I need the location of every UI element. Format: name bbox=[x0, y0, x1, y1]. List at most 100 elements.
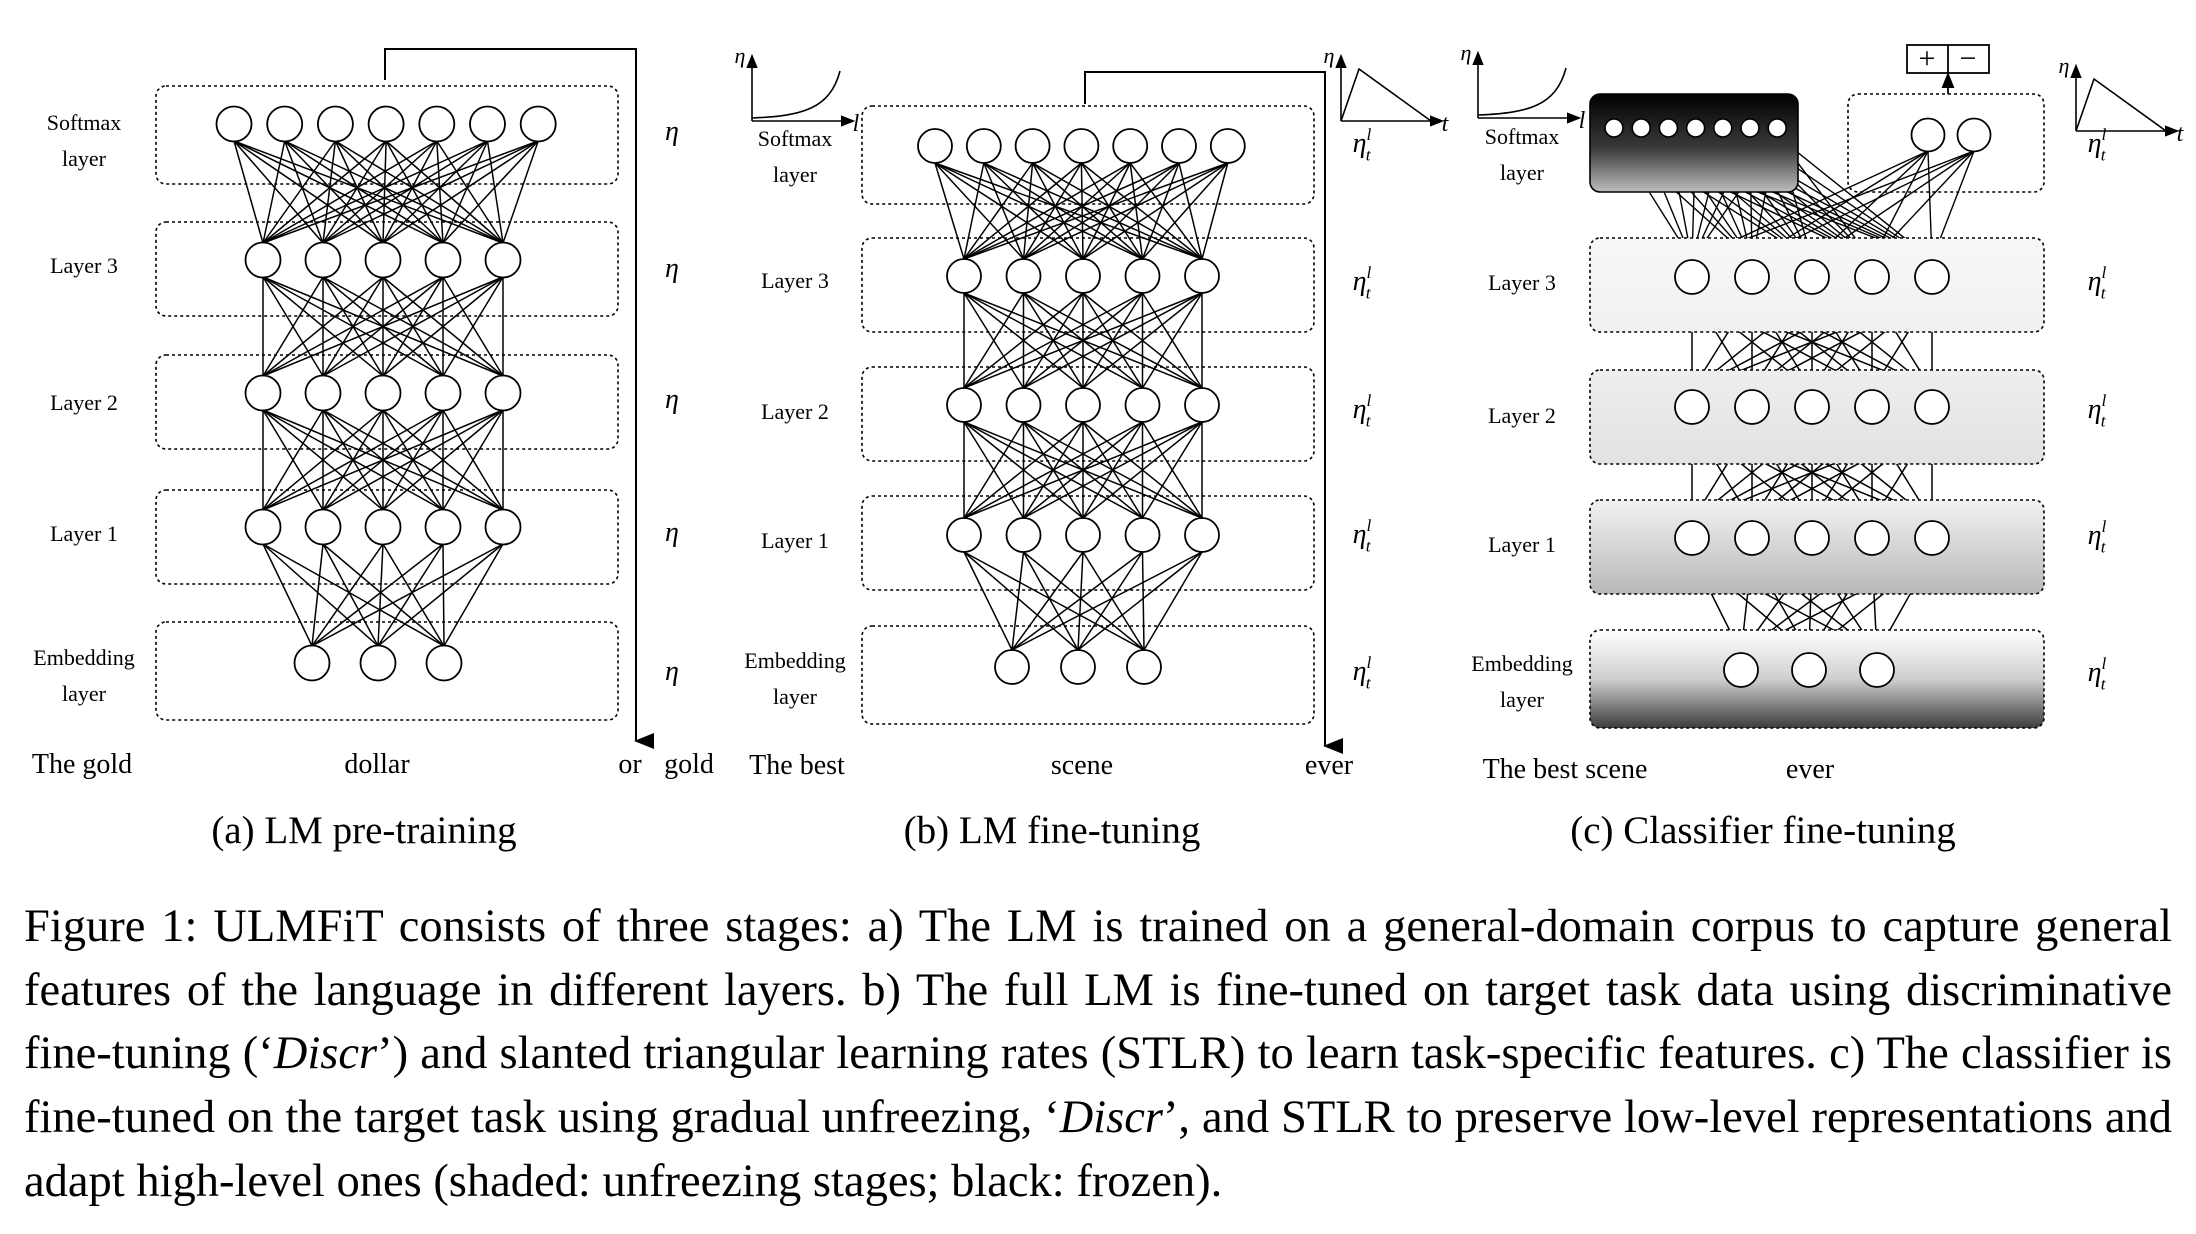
panel-a-layer-label: Softmax bbox=[47, 110, 122, 135]
connection-line bbox=[334, 140, 444, 244]
connection-line bbox=[322, 140, 337, 244]
connection-line bbox=[963, 421, 1025, 519]
connection-line bbox=[322, 543, 445, 647]
neuron-node bbox=[1184, 517, 1220, 553]
connection-line bbox=[1023, 162, 1229, 260]
neuron-node bbox=[1124, 517, 1161, 553]
neuron-node bbox=[1723, 652, 1759, 688]
connection-line bbox=[284, 140, 384, 244]
connection-line bbox=[382, 140, 539, 244]
neuron-node bbox=[1854, 520, 1890, 556]
panel-a-learning-rate: η bbox=[665, 517, 679, 548]
neuron-node bbox=[1014, 128, 1051, 164]
connection-line bbox=[382, 276, 504, 377]
connection-line bbox=[1201, 162, 1229, 260]
panel-a-predicted-word: gold bbox=[664, 749, 714, 780]
connection-line bbox=[963, 162, 1229, 260]
neuron-node bbox=[367, 105, 405, 143]
panel-b-layer-frame bbox=[861, 237, 1315, 333]
panel-c-positive-class: + bbox=[1919, 42, 1936, 75]
connection-line bbox=[1082, 162, 1229, 260]
neuron-node bbox=[994, 649, 1030, 685]
panel-c-discr-schedule-y-label: η bbox=[1461, 40, 1472, 65]
connection-line bbox=[262, 276, 444, 377]
connection-line bbox=[262, 276, 384, 377]
panel-c-layer-label: Softmax bbox=[1485, 124, 1560, 149]
neuron-node bbox=[1734, 389, 1770, 425]
panel-c-layer-label: Layer 2 bbox=[1488, 403, 1556, 428]
connection-line bbox=[442, 140, 489, 244]
connection-line bbox=[963, 292, 1203, 389]
connection-line bbox=[382, 140, 387, 244]
neuron-node bbox=[316, 105, 354, 143]
connection-line bbox=[983, 162, 1025, 260]
connection-line bbox=[963, 551, 1079, 651]
connection-line bbox=[963, 292, 1084, 389]
caption-text-1: ULMFiT consists of three stages: a) The … bbox=[24, 901, 2173, 1080]
panel-b-discr-schedule-x-label: l bbox=[853, 111, 860, 137]
connection-line bbox=[963, 421, 1203, 519]
caption-text-2: ’) and slanted triangular learning rates… bbox=[24, 1028, 2172, 1144]
connection-line bbox=[963, 292, 1143, 389]
connection-line bbox=[963, 551, 1145, 651]
neuron-node bbox=[364, 374, 402, 412]
neuron-node bbox=[1674, 389, 1710, 425]
connection-line bbox=[262, 409, 324, 511]
neuron-node bbox=[1734, 520, 1770, 556]
connection-line bbox=[262, 140, 488, 244]
neuron-node bbox=[1065, 517, 1101, 553]
connection-line bbox=[311, 543, 384, 647]
connection-line bbox=[322, 543, 379, 647]
connection-line bbox=[963, 292, 1025, 389]
connection-line bbox=[262, 276, 324, 377]
connection-line bbox=[1022, 162, 1131, 260]
panel-a-input-words: or bbox=[618, 749, 642, 780]
connection-line bbox=[311, 543, 444, 647]
connection-line bbox=[1031, 162, 1084, 260]
panel-c-layer-label: Layer 1 bbox=[1488, 532, 1556, 557]
connection-line bbox=[1143, 551, 1203, 651]
neuron-node bbox=[1161, 128, 1197, 164]
connection-line bbox=[262, 409, 504, 511]
panel-b-stlr-schedule-x-label: t bbox=[1442, 111, 1450, 137]
neuron-node bbox=[484, 374, 522, 412]
panel-c-classifier-frame bbox=[1847, 93, 2045, 193]
connection-line bbox=[377, 543, 384, 647]
panel-a-layer-frame bbox=[155, 354, 619, 450]
connection-line bbox=[262, 543, 445, 647]
panel-a-layer-frame bbox=[155, 489, 619, 585]
connection-line bbox=[1023, 162, 1180, 260]
neuron-node bbox=[1914, 520, 1950, 556]
panel-c-layer-label: Embedding bbox=[1471, 651, 1572, 676]
neuron-node bbox=[364, 241, 402, 279]
neuron-node bbox=[1112, 128, 1149, 164]
connection-line bbox=[442, 276, 504, 377]
connection-line bbox=[1011, 551, 1143, 651]
panel-a-learning-rate: η bbox=[665, 384, 679, 415]
connection-line bbox=[1022, 162, 1034, 260]
panel-a-layer-label: Embedding bbox=[33, 645, 134, 670]
connection-line bbox=[963, 551, 1013, 651]
panel-b-input-words: scene bbox=[1051, 750, 1113, 781]
connection-line bbox=[322, 140, 539, 244]
neuron-node bbox=[484, 241, 522, 279]
neuron-node bbox=[519, 105, 557, 143]
connection-line bbox=[262, 276, 504, 377]
neuron-node bbox=[304, 374, 342, 412]
connection-line bbox=[963, 162, 985, 260]
connection-line bbox=[1141, 162, 1180, 260]
connection-line bbox=[1011, 551, 1203, 651]
panel-c-layer-label: layer bbox=[1500, 160, 1545, 185]
panel-a-input-words: dollar bbox=[344, 749, 410, 780]
caption-text-3: ’, and STLR to preserve low-level repres… bbox=[24, 1092, 2173, 1207]
connection-line bbox=[963, 162, 1034, 260]
panel-c-input-words: The best scene bbox=[1483, 754, 1648, 785]
panel-c-layer-label: Layer 3 bbox=[1488, 270, 1556, 295]
panel-b-layer-label: layer bbox=[773, 162, 818, 187]
connection-line bbox=[262, 409, 384, 511]
